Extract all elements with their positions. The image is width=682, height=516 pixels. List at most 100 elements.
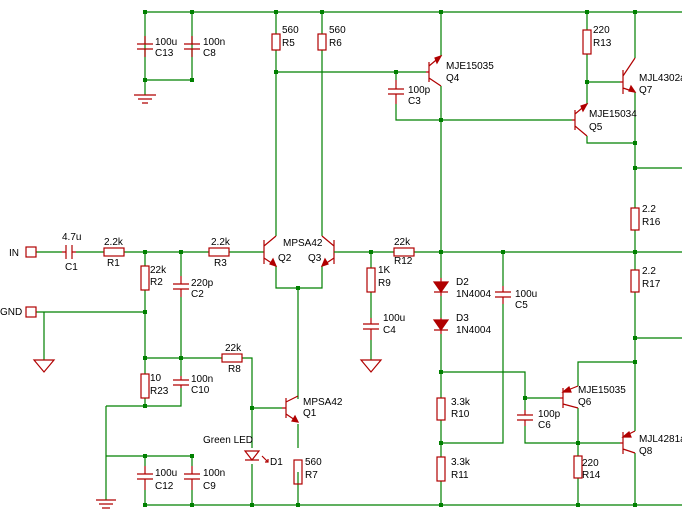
- resistor-r9: 1K R9: [366, 265, 391, 293]
- input-terminal: IN: [9, 246, 37, 259]
- svg-text:4.7u: 4.7u: [62, 232, 81, 243]
- capacitor-c6: 100p C6: [517, 409, 561, 431]
- svg-text:R14: R14: [582, 470, 601, 481]
- svg-text:R17: R17: [642, 279, 661, 290]
- svg-text:D3: D3: [456, 313, 469, 324]
- svg-text:R6: R6: [329, 38, 342, 49]
- svg-text:2.2k: 2.2k: [104, 237, 124, 248]
- wires: [36, 11, 682, 506]
- svg-text:MJE15034: MJE15034: [589, 109, 637, 120]
- transistor-q7: MJL4302a Q7: [620, 57, 682, 96]
- svg-text:MJL4302a: MJL4302a: [639, 73, 682, 84]
- svg-text:3.3k: 3.3k: [451, 397, 471, 408]
- svg-text:R5: R5: [282, 38, 295, 49]
- transistor-q5: MJE15034 Q5: [572, 102, 637, 137]
- resistor-r13: 220 R13: [582, 25, 612, 55]
- svg-text:R8: R8: [228, 364, 241, 375]
- svg-text:MJE15035: MJE15035: [578, 385, 626, 396]
- svg-text:R13: R13: [593, 38, 612, 49]
- svg-text:MJE15035: MJE15035: [446, 61, 494, 72]
- resistor-r8: 22k R8: [221, 343, 243, 375]
- svg-text:1N4004: 1N4004: [456, 289, 491, 300]
- svg-text:MPSA42: MPSA42: [303, 397, 343, 408]
- resistor-r5: 560 R5: [271, 25, 299, 51]
- svg-text:220p: 220p: [191, 278, 214, 289]
- svg-text:R16: R16: [642, 217, 661, 228]
- svg-text:C8: C8: [203, 48, 216, 59]
- svg-text:100u: 100u: [155, 468, 177, 479]
- resistor-r2: 22k R2: [140, 265, 167, 291]
- ground-symbol: [96, 499, 116, 509]
- svg-text:C5: C5: [515, 300, 528, 311]
- svg-text:C12: C12: [155, 481, 174, 492]
- svg-text:100n: 100n: [203, 468, 225, 479]
- capacitor-c9: 100n C9: [184, 466, 225, 492]
- diode-d3: D3 1N4004: [432, 313, 491, 336]
- svg-text:22k: 22k: [150, 265, 167, 276]
- capacitor-c13: 100u C13: [137, 36, 177, 59]
- transistor-q3: Q3: [308, 235, 338, 267]
- svg-text:2.2: 2.2: [642, 266, 656, 277]
- svg-text:GND: GND: [0, 307, 22, 318]
- capacitor-c10: 100n C10: [173, 374, 213, 396]
- capacitor-c1: 4.7u C1: [62, 232, 81, 273]
- svg-text:R3: R3: [214, 258, 227, 269]
- svg-text:R10: R10: [451, 409, 470, 420]
- diode-d2: D2 1N4004: [432, 277, 491, 300]
- svg-text:22k: 22k: [394, 237, 411, 248]
- svg-text:R11: R11: [451, 470, 469, 481]
- resistor-r23: 10 R23: [140, 373, 169, 399]
- svg-text:220: 220: [582, 458, 599, 469]
- svg-text:C9: C9: [203, 481, 216, 492]
- svg-text:R23: R23: [150, 386, 169, 397]
- resistor-r3: 2.2k R3: [208, 237, 231, 269]
- svg-text:IN: IN: [9, 248, 19, 259]
- svg-text:MJL4281a: MJL4281a: [639, 434, 682, 445]
- svg-text:C4: C4: [383, 325, 396, 336]
- q2q3-part-label: MPSA42: [283, 238, 323, 249]
- svg-text:D2: D2: [456, 277, 469, 288]
- resistor-r11: 3.3k R11: [436, 456, 471, 482]
- svg-text:100n: 100n: [191, 374, 213, 385]
- capacitor-c3: 100p C3: [388, 80, 431, 107]
- capacitor-c5: 100u C5: [495, 286, 537, 311]
- svg-text:100n: 100n: [203, 37, 225, 48]
- svg-text:2.2k: 2.2k: [211, 237, 231, 248]
- transistor-q8: MJL4281a Q8: [620, 430, 682, 457]
- svg-text:R2: R2: [150, 277, 163, 288]
- capacitor-c12: 100u C12: [137, 466, 177, 492]
- ground-symbol: [134, 94, 156, 104]
- svg-text:22k: 22k: [225, 343, 242, 354]
- svg-text:10: 10: [150, 373, 162, 384]
- capacitor-c2: 220p C2: [173, 276, 214, 300]
- resistor-r7: 560 R7: [293, 457, 322, 485]
- led-d1: Green LED D1: [203, 435, 283, 468]
- resistor-r1: 2.2k R1: [103, 237, 125, 269]
- svg-text:100u: 100u: [383, 313, 405, 324]
- svg-text:Q6: Q6: [578, 397, 592, 408]
- ground-symbol: [32, 359, 56, 373]
- svg-text:C6: C6: [538, 420, 551, 431]
- resistor-r14: 220 R14: [573, 455, 601, 481]
- svg-text:Green LED: Green LED: [203, 435, 253, 446]
- svg-text:100p: 100p: [408, 85, 431, 96]
- svg-text:D1: D1: [270, 457, 283, 468]
- resistor-r17: 2.2 R17: [630, 266, 661, 293]
- svg-text:C3: C3: [408, 96, 421, 107]
- transistor-q4: MJE15035 Q4: [426, 54, 494, 87]
- resistor-r12: 22k R12: [393, 237, 415, 267]
- svg-text:R7: R7: [305, 470, 318, 481]
- transistor-q2: Q2: [263, 235, 292, 267]
- svg-text:220: 220: [593, 25, 610, 36]
- svg-text:R12: R12: [394, 256, 413, 267]
- capacitor-c4: 100u C4: [363, 313, 405, 340]
- svg-text:C10: C10: [191, 385, 210, 396]
- svg-text:100u: 100u: [155, 37, 177, 48]
- svg-text:100p: 100p: [538, 409, 561, 420]
- svg-text:Q4: Q4: [446, 73, 460, 84]
- svg-text:560: 560: [305, 457, 322, 468]
- gnd-terminal: GND: [0, 306, 37, 318]
- svg-text:R9: R9: [378, 278, 391, 289]
- svg-text:Q5: Q5: [589, 122, 603, 133]
